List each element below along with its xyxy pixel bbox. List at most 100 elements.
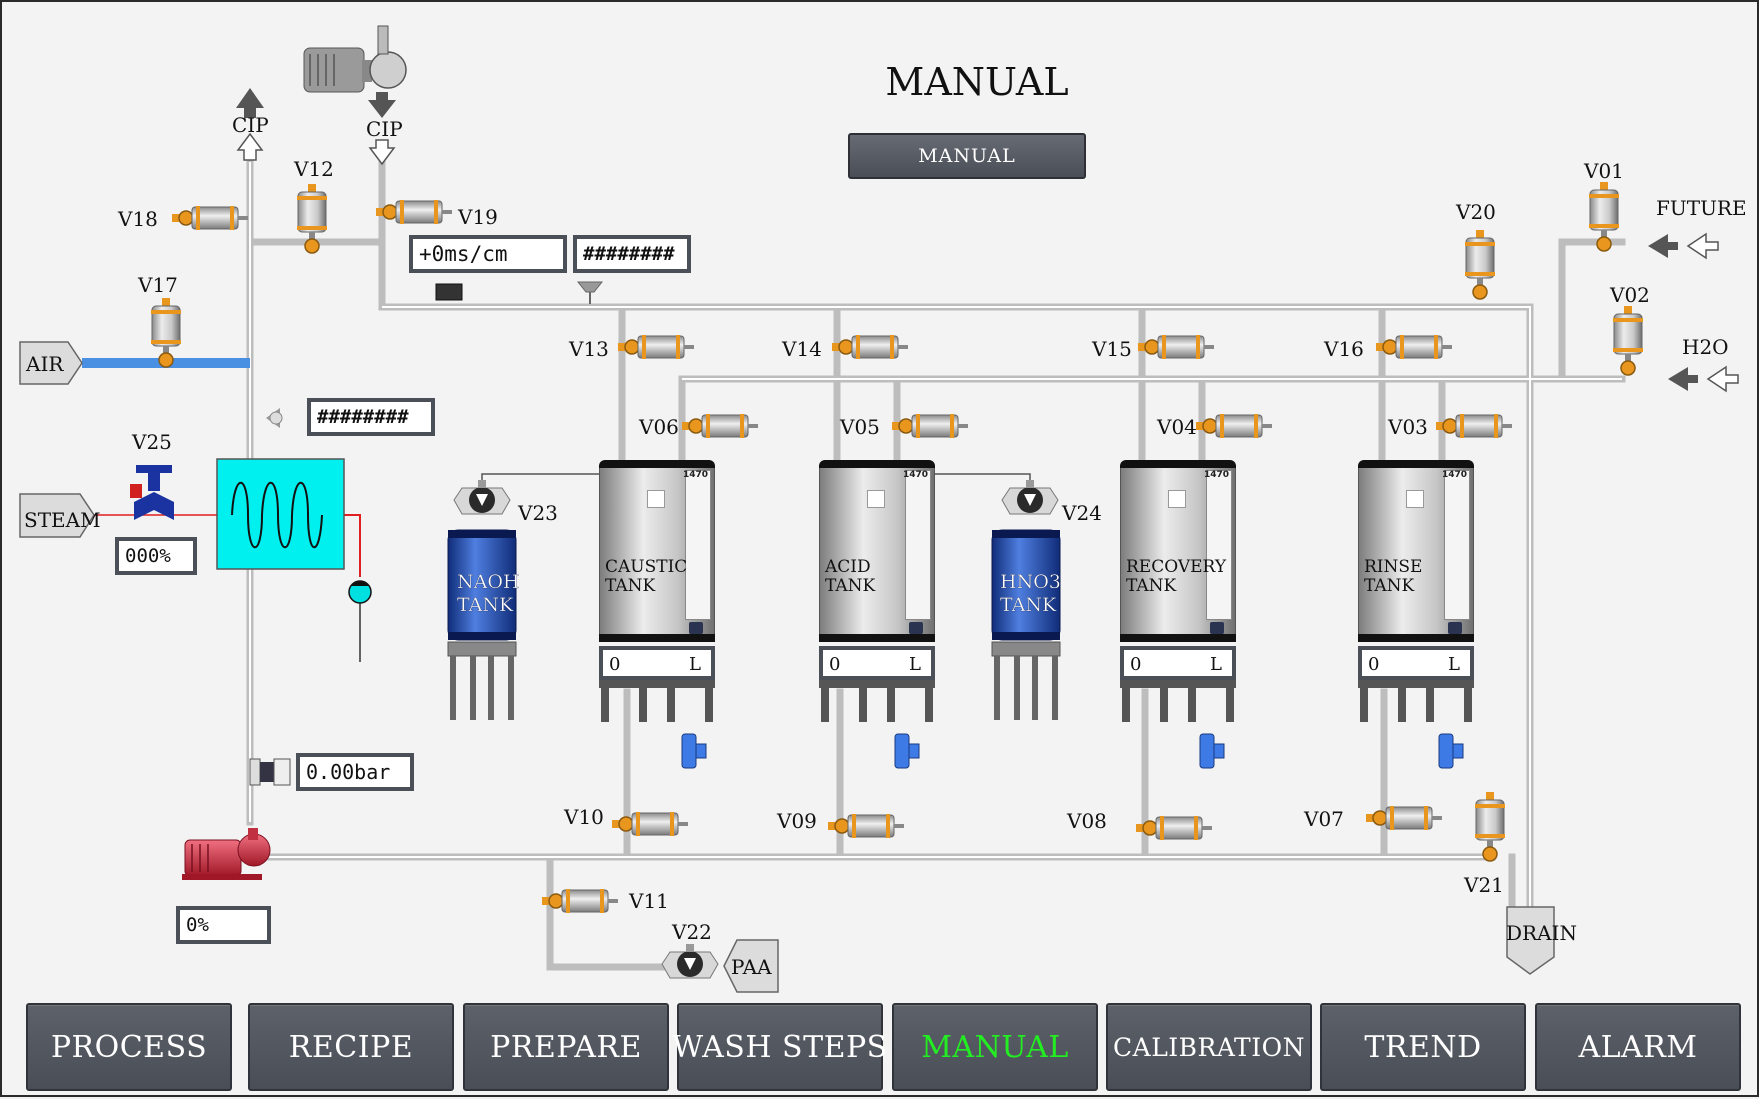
label-v04: V04 xyxy=(1156,415,1197,439)
nav-recipe-button[interactable]: RECIPE xyxy=(248,1003,454,1091)
naoh-tank-label-1: NAOH xyxy=(457,571,520,593)
label-v17: V17 xyxy=(137,273,178,297)
valve-v05[interactable] xyxy=(891,413,969,439)
nav-prepare-button[interactable]: PREPARE xyxy=(463,1003,669,1091)
steam-trap-icon xyxy=(348,580,372,604)
tank-label-line1: ACID xyxy=(825,557,871,577)
valve-v19[interactable] xyxy=(375,199,453,225)
flow-switch-icon xyxy=(576,281,604,304)
valve-v04[interactable] xyxy=(1195,413,1273,439)
valve-v14[interactable] xyxy=(831,334,909,360)
label-v05: V05 xyxy=(839,415,880,439)
temperature-sensor-icon xyxy=(266,408,283,428)
pressure-sensor-icon xyxy=(249,758,291,786)
hno3-tank-label-1: HNO3 xyxy=(1000,571,1061,593)
tank-level-bar: 0 L xyxy=(819,646,935,680)
tank-label-line2: TANK xyxy=(1126,576,1177,596)
label-v11: V11 xyxy=(628,889,669,913)
label-v10: V10 xyxy=(563,805,604,829)
label-v12: V12 xyxy=(293,157,334,181)
label-water: H2O xyxy=(1682,335,1729,359)
label-v25: V25 xyxy=(131,430,172,454)
recovery-tank: 1470 RECOVERY TANK 0 L xyxy=(1120,460,1236,722)
air-source-tag xyxy=(19,341,83,385)
tank-label-line2: TANK xyxy=(1364,576,1415,596)
label-v08: V08 xyxy=(1066,809,1107,833)
cip-return-arrow-icon xyxy=(236,88,264,161)
tank-label-line2: TANK xyxy=(825,576,876,596)
tank-label-line2: TANK xyxy=(605,576,656,596)
tank-indicator xyxy=(867,490,885,508)
nav-calibration-button[interactable]: CALIBRATION xyxy=(1106,1003,1312,1091)
valve-v06[interactable] xyxy=(681,413,759,439)
label-v02: V02 xyxy=(1609,283,1650,307)
tank-tag: 1470 xyxy=(903,470,929,480)
tank-level-bar: 0 L xyxy=(599,646,715,680)
label-v18: V18 xyxy=(117,207,158,231)
valve-v03[interactable] xyxy=(1435,413,1513,439)
label-v01: V01 xyxy=(1583,159,1624,183)
tank-label-line1: RINSE xyxy=(1364,557,1423,577)
label-v21: V21 xyxy=(1463,873,1504,897)
valve-v17[interactable] xyxy=(150,297,182,368)
tank-level-bar: 0 L xyxy=(1358,646,1474,680)
top-temperature-readout: ######## xyxy=(573,235,691,273)
label-v16: V16 xyxy=(1323,337,1364,361)
tank-indicator xyxy=(1406,490,1424,508)
label-v07: V07 xyxy=(1303,807,1344,831)
label-air: AIR xyxy=(25,352,64,376)
steam-source-tag xyxy=(19,493,95,538)
level-gauge xyxy=(685,470,711,620)
level-gauge xyxy=(1444,470,1470,620)
valve-v20[interactable] xyxy=(1464,229,1496,300)
heater-temperature-readout: ######## xyxy=(307,398,435,436)
mode-button[interactable]: MANUAL xyxy=(848,133,1086,179)
tank-tag: 1470 xyxy=(1442,470,1468,480)
steam-control-valve-icon xyxy=(130,465,174,520)
nav-trend-button[interactable]: TREND xyxy=(1320,1003,1526,1091)
valve-v16[interactable] xyxy=(1375,334,1453,360)
nav-alarm-button[interactable]: ALARM xyxy=(1535,1003,1741,1091)
nav-wash-steps-button[interactable]: WASH STEPS xyxy=(672,1003,887,1091)
label-v06: V06 xyxy=(638,415,679,439)
acid-tank: 1470 ACID TANK 0 L xyxy=(819,460,935,722)
dosing-pump-v23-icon[interactable] xyxy=(453,479,511,515)
valve-v07[interactable] xyxy=(1365,805,1443,831)
cip-supply-pump-icon xyxy=(303,25,407,93)
nav-manual-button[interactable]: MANUAL xyxy=(892,1003,1098,1091)
label-v19: V19 xyxy=(457,205,498,229)
nav-process-button[interactable]: PROCESS xyxy=(26,1003,232,1091)
pressure-readout: 0.00bar xyxy=(296,753,414,791)
label-paa: PAA xyxy=(731,955,772,979)
heat-exchanger xyxy=(216,458,345,570)
conductivity-readout: +0ms/cm xyxy=(409,235,567,273)
manual-drain-valves xyxy=(681,733,1464,769)
valve-v18[interactable] xyxy=(171,205,249,231)
level-transmitter-icon xyxy=(1210,622,1224,634)
conductivity-sensor-icon xyxy=(435,283,463,301)
label-future: FUTURE xyxy=(1656,196,1747,220)
label-v13: V13 xyxy=(568,337,609,361)
tank-tag: 1470 xyxy=(1204,470,1230,480)
cip-supply-arrow-icon xyxy=(368,92,396,166)
water-inlet-arrow-icon xyxy=(1668,365,1739,393)
label-v14: V14 xyxy=(781,337,822,361)
valve-v02[interactable] xyxy=(1612,305,1644,376)
tank-label-line1: RECOVERY xyxy=(1126,557,1227,577)
main-pump-icon xyxy=(182,828,271,880)
label-cip-supply: CIP xyxy=(366,117,403,141)
label-v24: V24 xyxy=(1061,501,1102,525)
valve-v15[interactable] xyxy=(1137,334,1215,360)
dosing-pump-v24-icon[interactable] xyxy=(1001,479,1059,515)
valve-v10[interactable] xyxy=(611,811,689,837)
valve-v21[interactable] xyxy=(1474,791,1506,862)
paa-source-tag xyxy=(723,939,779,993)
naoh-tank xyxy=(447,529,517,720)
label-v23: V23 xyxy=(517,501,558,525)
dosing-pump-v22-icon[interactable] xyxy=(661,943,719,979)
valve-v13[interactable] xyxy=(617,334,695,360)
naoh-tank-label-2: TANK xyxy=(457,594,514,616)
level-gauge xyxy=(1206,470,1232,620)
label-v22: V22 xyxy=(671,920,712,944)
